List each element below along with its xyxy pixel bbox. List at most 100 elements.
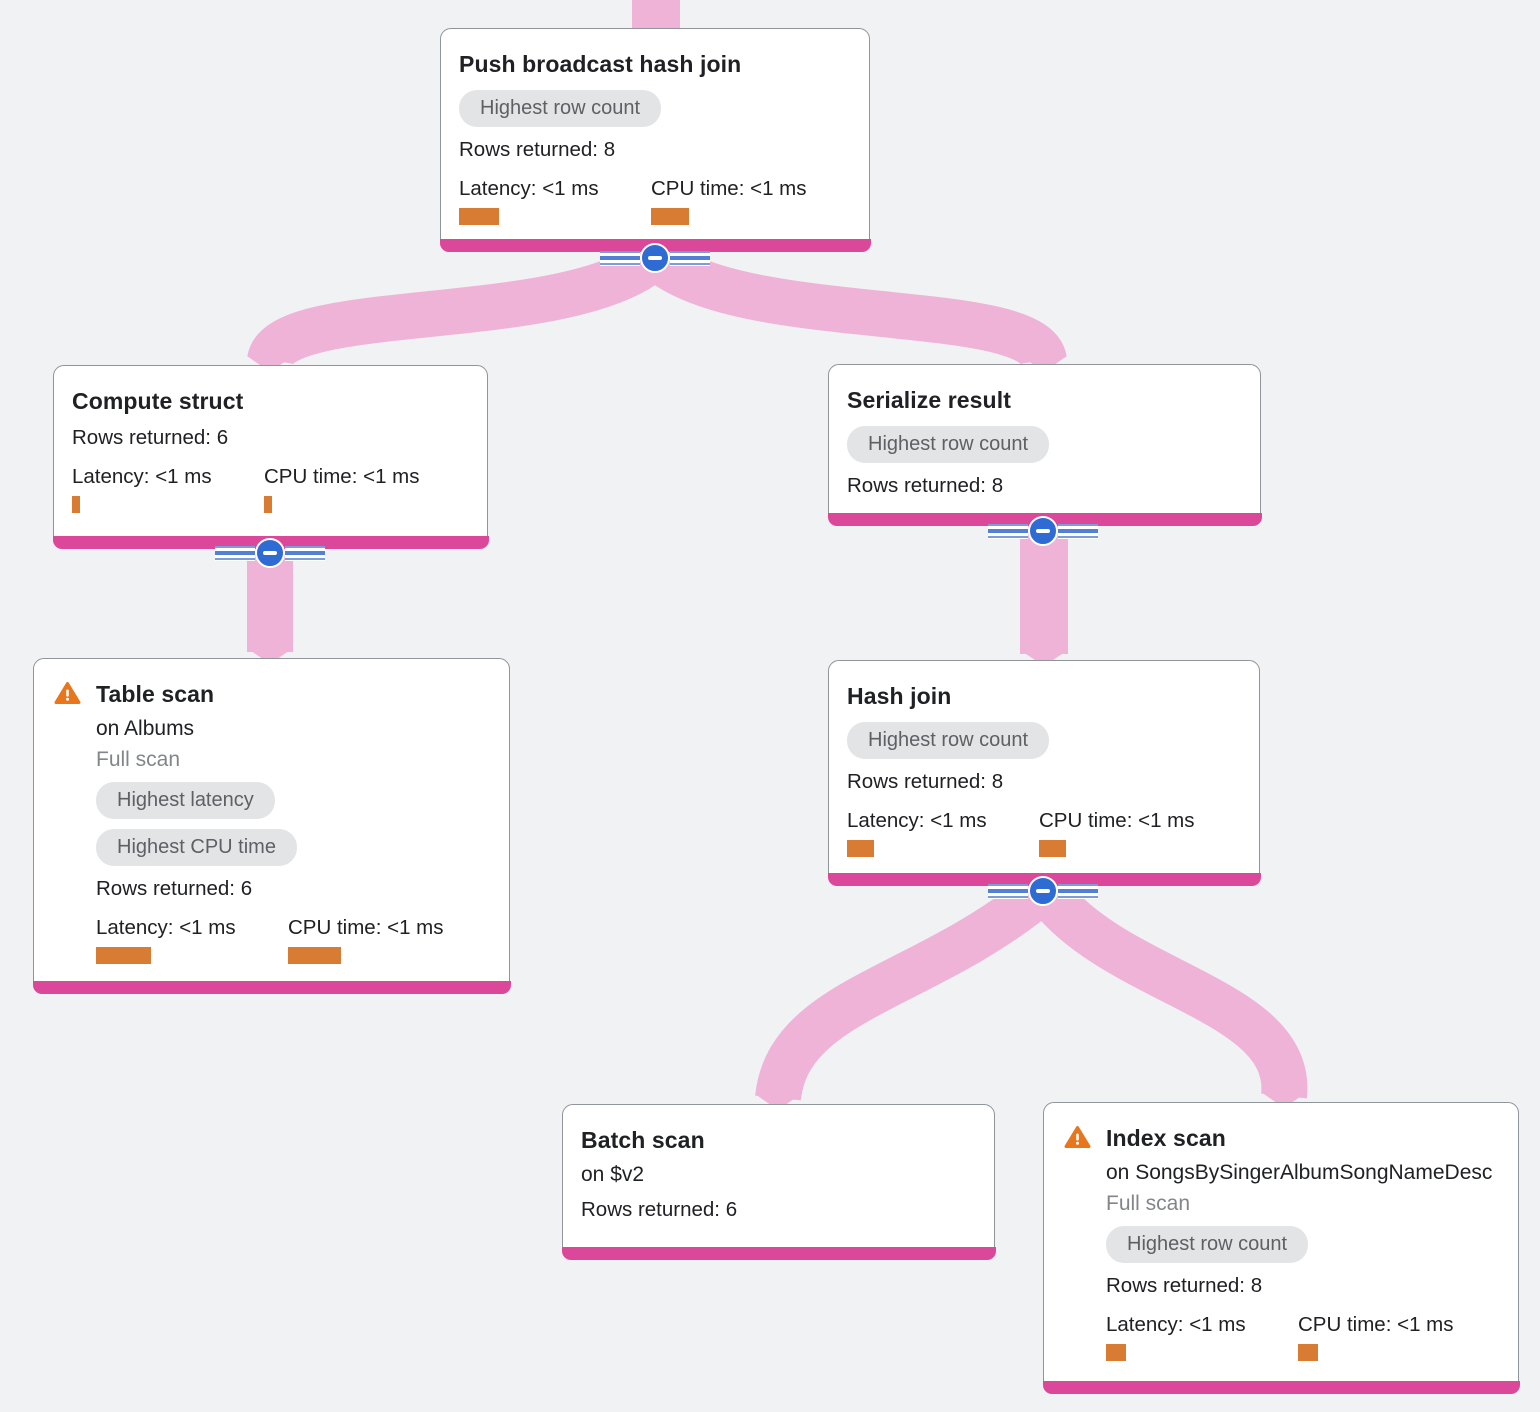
- collapse-rail-right: [1058, 883, 1098, 899]
- cpu-bar: [1298, 1344, 1318, 1361]
- rows-returned: Rows returned: 6: [96, 877, 253, 900]
- node-push-broadcast-hash-join[interactable]: Push broadcast hash join Highest row cou…: [439, 28, 871, 252]
- collapse-rail-left: [988, 883, 1028, 899]
- cpu-metric: CPU time: <1 ms: [264, 465, 456, 513]
- collapse-rail-left: [215, 545, 255, 561]
- cpu-label: CPU time: <1 ms: [651, 177, 807, 200]
- flow-arrow-hash: [1020, 650, 1068, 666]
- flow-ribbon-hash-to-batch: [755, 878, 1051, 1102]
- latency-metric: Latency: <1 ms: [1106, 1313, 1298, 1361]
- latency-label: Latency: <1 ms: [1106, 1313, 1246, 1336]
- warning-icon: [1064, 1126, 1091, 1148]
- node-target: on SongsBySingerAlbumSongNameDesc: [1106, 1161, 1493, 1184]
- node-footer-bar: [1042, 1380, 1520, 1394]
- badge-highest-cpu-time: Highest CPU time: [96, 829, 297, 866]
- flow-ribbon-push-to-serialize: [647, 242, 1067, 369]
- node-target: on $v2: [581, 1163, 645, 1186]
- latency-bar: [72, 496, 80, 513]
- collapse-button-hash[interactable]: [988, 876, 1098, 906]
- badge-highest-row-count: Highest row count: [847, 722, 1050, 759]
- cpu-bar: [264, 496, 272, 513]
- node-table-scan[interactable]: Table scan on Albums Full scan Highest l…: [32, 658, 511, 994]
- latency-bar: [96, 947, 151, 964]
- latency-label: Latency: <1 ms: [459, 177, 599, 200]
- node-title: Batch scan: [581, 1127, 705, 1153]
- latency-metric: Latency: <1 ms: [459, 177, 651, 225]
- flow-arrow-batch: [755, 1094, 801, 1110]
- latency-metric: Latency: <1 ms: [96, 916, 288, 964]
- collapse-circle: [1028, 516, 1058, 546]
- rows-returned: Rows returned: 6: [72, 426, 229, 449]
- badge-highest-row-count: Highest row count: [847, 426, 1050, 463]
- cpu-bar: [288, 947, 341, 964]
- collapse-circle: [640, 243, 670, 273]
- warning-icon: [54, 682, 81, 704]
- flow-arrow-compute: [247, 356, 293, 372]
- collapse-rail-right: [1058, 523, 1098, 539]
- cpu-metric: CPU time: <1 ms: [651, 177, 843, 225]
- latency-label: Latency: <1 ms: [96, 916, 236, 939]
- badge-highest-latency: Highest latency: [96, 782, 275, 819]
- scan-type-label: Full scan: [96, 748, 181, 771]
- minus-icon: [1036, 889, 1050, 893]
- rows-returned: Rows returned: 8: [459, 138, 616, 161]
- flow-arrow-index: [1261, 1092, 1307, 1108]
- collapse-rail-right: [285, 545, 325, 561]
- node-target: on Albums: [96, 717, 195, 740]
- cpu-metric: CPU time: <1 ms: [288, 916, 480, 964]
- collapse-rail-left: [988, 523, 1028, 539]
- node-title: Hash join: [847, 683, 952, 709]
- node-footer-bar: [561, 1246, 996, 1260]
- rows-returned: Rows returned: 8: [1106, 1274, 1263, 1297]
- latency-bar: [847, 840, 874, 857]
- metrics-row: Latency: <1 ms CPU time: <1 ms: [847, 809, 1241, 857]
- rows-returned: Rows returned: 8: [847, 770, 1004, 793]
- rows-returned: Rows returned: 8: [847, 474, 1004, 497]
- cpu-label: CPU time: <1 ms: [1298, 1313, 1454, 1336]
- collapse-button-push[interactable]: [600, 243, 710, 273]
- cpu-bar: [1039, 840, 1066, 857]
- node-hash-join[interactable]: Hash join Highest row count Rows returne…: [827, 660, 1261, 886]
- node-title: Serialize result: [847, 387, 1011, 413]
- latency-metric: Latency: <1 ms: [847, 809, 1039, 857]
- latency-label: Latency: <1 ms: [847, 809, 987, 832]
- cpu-label: CPU time: <1 ms: [264, 465, 420, 488]
- collapse-rail-right: [670, 250, 710, 266]
- metrics-row: Latency: <1 ms CPU time: <1 ms: [1106, 1313, 1500, 1361]
- cpu-label: CPU time: <1 ms: [1039, 809, 1195, 832]
- flow-arrow-table: [247, 648, 293, 664]
- badge-highest-row-count: Highest row count: [459, 90, 662, 127]
- minus-icon: [263, 551, 277, 555]
- latency-metric: Latency: <1 ms: [72, 465, 264, 513]
- node-footer-bar: [32, 980, 511, 994]
- collapse-rail-left: [600, 250, 640, 266]
- metrics-row: Latency: <1 ms CPU time: <1 ms: [96, 916, 491, 964]
- metrics-row: Latency: <1 ms CPU time: <1 ms: [459, 177, 851, 225]
- minus-icon: [648, 256, 662, 260]
- collapse-circle: [255, 538, 285, 568]
- cpu-label: CPU time: <1 ms: [288, 916, 444, 939]
- badge-highest-row-count: Highest row count: [1106, 1226, 1309, 1263]
- node-title: Index scan: [1106, 1125, 1226, 1151]
- collapse-circle: [1028, 876, 1058, 906]
- latency-bar: [459, 208, 499, 225]
- node-compute-struct[interactable]: Compute struct Rows returned: 6 Latency:…: [52, 365, 489, 549]
- collapse-button-compute[interactable]: [215, 538, 325, 568]
- flow-ribbon-push-to-compute: [247, 242, 663, 369]
- node-batch-scan[interactable]: Batch scan on $v2 Rows returned: 6: [561, 1104, 996, 1260]
- rows-returned: Rows returned: 6: [581, 1198, 738, 1221]
- node-title: Push broadcast hash join: [459, 51, 742, 77]
- collapse-button-serialize[interactable]: [988, 516, 1098, 546]
- flow-ribbon-hash-to-index: [1031, 881, 1308, 1099]
- node-serialize-result[interactable]: Serialize result Highest row count Rows …: [827, 364, 1262, 526]
- cpu-bar: [651, 208, 689, 225]
- metrics-row: Latency: <1 ms CPU time: <1 ms: [72, 465, 469, 513]
- cpu-metric: CPU time: <1 ms: [1039, 809, 1231, 857]
- scan-type-label: Full scan: [1106, 1192, 1191, 1215]
- minus-icon: [1036, 529, 1050, 533]
- cpu-metric: CPU time: <1 ms: [1298, 1313, 1490, 1361]
- node-title: Table scan: [96, 681, 215, 707]
- node-index-scan[interactable]: Index scan on SongsBySingerAlbumSongName…: [1042, 1102, 1520, 1394]
- node-title: Compute struct: [72, 388, 244, 414]
